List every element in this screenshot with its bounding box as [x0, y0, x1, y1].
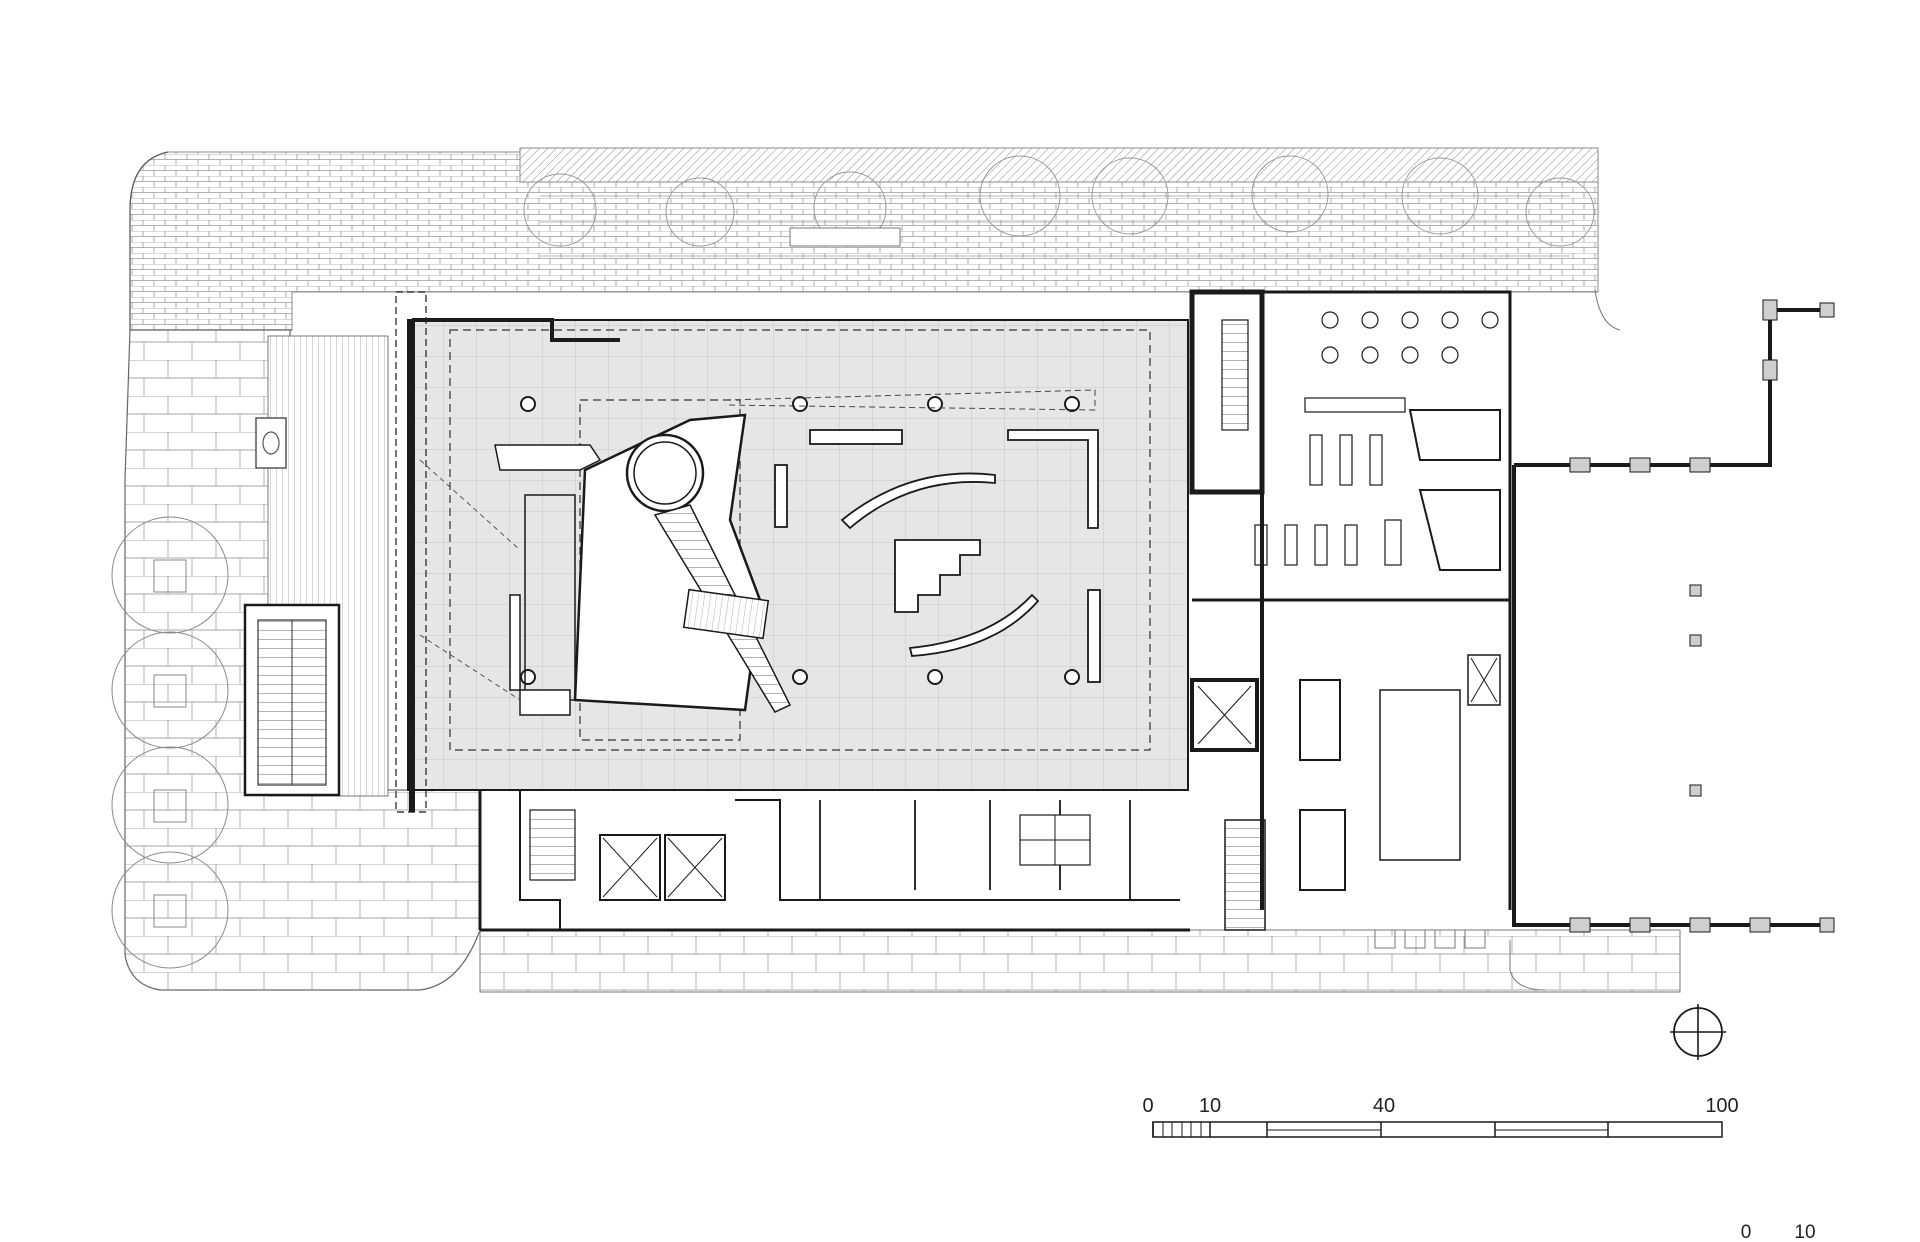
plaza-stair: [243, 603, 341, 797]
plaza-trees: [111, 516, 229, 969]
east-street-curb: [1509, 289, 1621, 991]
east-core: [1189, 289, 1512, 931]
cafe: [1254, 311, 1501, 571]
corner-scale-label-0: 0: [1741, 1222, 1752, 1242]
bike-racks: [1374, 929, 1486, 949]
scale-label-10: 10: [1199, 1095, 1221, 1117]
north-arrow-icon: [1670, 1004, 1726, 1060]
historic-annex: [1512, 299, 1835, 933]
scale-bar: 0 10 40 100: [1142, 1095, 1739, 1138]
atrium-columns: [520, 396, 1080, 685]
corner-scale-label-10: 10: [1794, 1222, 1815, 1242]
street-sidewalk: [129, 147, 1599, 331]
south-service-block: [478, 790, 1190, 932]
corner-scale-labels: 0 10: [1741, 1222, 1816, 1242]
atrium-floor: [395, 291, 1189, 813]
scale-label-100: 100: [1705, 1095, 1738, 1117]
west-gallery: [409, 318, 620, 812]
south-sidewalk: [479, 929, 1681, 993]
scale-label-0: 0: [1142, 1095, 1153, 1117]
scale-label-40: 40: [1373, 1095, 1395, 1117]
central-void: [573, 413, 762, 712]
cafe-tables: [1321, 311, 1499, 364]
east-loading-hall: [1299, 654, 1501, 891]
exhibit-walls: [774, 429, 1101, 683]
cafe-counters: [1254, 434, 1402, 566]
west-plaza: [111, 329, 481, 991]
street-tree-row: [523, 155, 1595, 247]
